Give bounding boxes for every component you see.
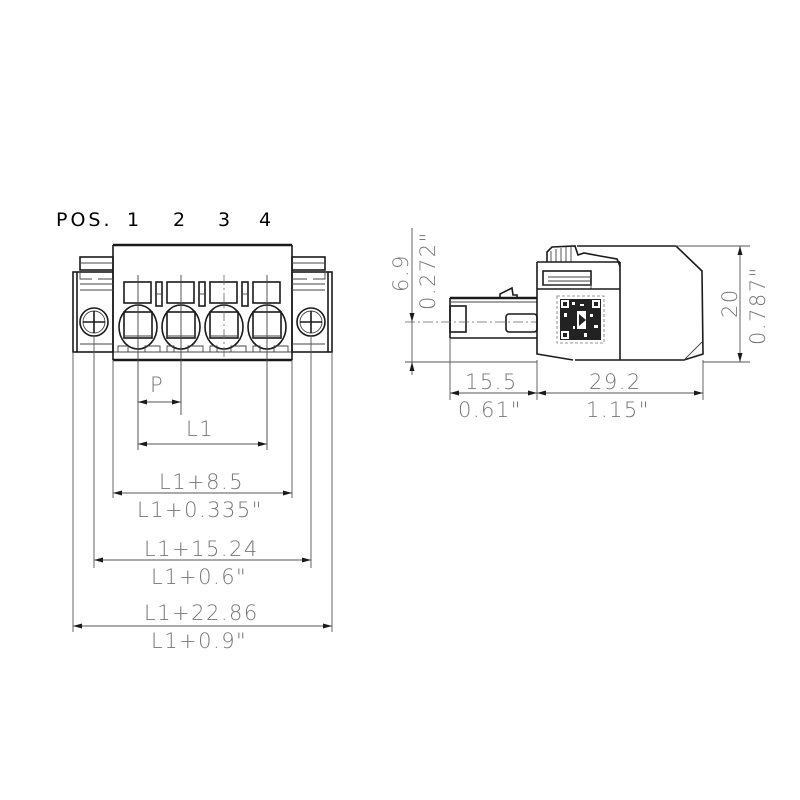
pin-length-mm-label: 15.5 — [465, 370, 518, 394]
body-length-mm-label: 29.2 — [589, 370, 642, 394]
front-view: POS. 1 2 3 4 — [56, 209, 333, 653]
height-offset-mm-label: 6.9 — [389, 254, 413, 292]
total-height-dimension: 20 0.787" — [676, 245, 770, 363]
l1-plus-22-86-mm-label: L1+22.86 — [144, 601, 259, 625]
position-1-label: 1 — [127, 209, 142, 231]
pin-length-in-label: 0.61" — [458, 398, 522, 422]
position-2-label: 2 — [173, 209, 188, 231]
screw-icon — [296, 307, 326, 337]
side-view: 6.9 0.272" 20 0.787" 15.5 0.61" — [389, 228, 770, 422]
left-screw-flange — [72, 256, 114, 353]
qr-code-play-icon — [556, 295, 605, 344]
total-height-in-label: 0.787" — [746, 266, 770, 345]
pitch-label: P — [150, 373, 164, 397]
pin-length-dimension: 15.5 0.61" — [450, 370, 537, 422]
l1-plus-8-5-in-label: L1+0.335" — [137, 498, 263, 522]
l1-plus-8-5-dimension: L1+8.5 L1+0.335" — [113, 470, 292, 522]
height-offset-dimension: 6.9 0.272" — [389, 228, 537, 375]
pitch-dimension: P — [138, 373, 181, 405]
l1-label: L1 — [186, 417, 214, 441]
right-screw-flange — [291, 256, 333, 353]
body-length-dimension: 29.2 1.15" — [537, 370, 703, 422]
l1-plus-15-24-dimension: L1+15.24 L1+0.6" — [94, 537, 311, 589]
l1-plus-15-24-in-label: L1+0.6" — [151, 565, 247, 589]
position-4-label: 4 — [259, 209, 274, 231]
l1-plus-22-86-dimension: L1+22.86 L1+0.9" — [73, 601, 332, 653]
total-height-mm-label: 20 — [718, 288, 742, 318]
position-3-label: 3 — [218, 209, 233, 231]
connector-housing — [112, 243, 293, 362]
body-length-in-label: 1.15" — [586, 398, 650, 422]
height-offset-in-label: 0.272" — [416, 231, 440, 310]
screw-icon — [79, 307, 109, 337]
l1-plus-22-86-in-label: L1+0.9" — [151, 629, 247, 653]
connector-body — [536, 245, 704, 361]
l1-plus-8-5-mm-label: L1+8.5 — [159, 470, 244, 494]
l1-plus-15-24-mm-label: L1+15.24 — [144, 537, 259, 561]
l1-dimension: L1 — [138, 417, 267, 447]
pos-label: POS. — [56, 209, 113, 231]
